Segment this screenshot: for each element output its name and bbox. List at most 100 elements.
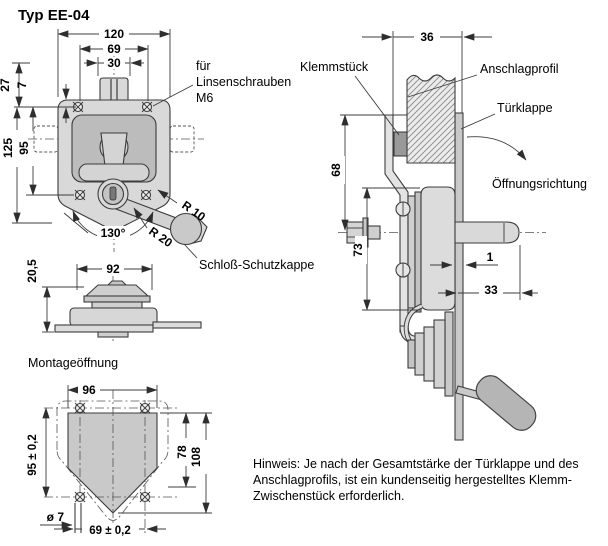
dim-text-69tol: 69 ± 0,2 [89,525,130,537]
dim-text-68: 68 [329,163,343,177]
cutout-hole-bottom-right [139,491,151,503]
page-title: Typ EE-04 [18,7,90,24]
opening-direction-arrow [466,136,527,161]
keyhole [109,186,117,201]
front-view: 120 69 30 27 7 [0,27,314,272]
dim-text-95: 95 [17,141,31,155]
dim-text-20-5: 20,5 [25,259,39,283]
dim-text-73: 73 [351,243,365,257]
dim-cutout-inner-78: 78 [160,412,212,488]
dim-text-27: 27 [0,78,12,92]
dim-top-to-axis-68: 68 [329,114,407,231]
hanging-protective-cap [475,375,537,431]
side-flange-right [152,321,202,329]
dim-text-130deg: 130° [101,226,126,240]
dim-cutout-height-95tol: 95 ± 0,2 [27,407,50,498]
label-oeffnungsrichtung: Öffnungsrichtung [466,136,587,191]
dim-gap-1: 1 [430,250,498,269]
right-tab-hidden [169,125,195,153]
cutout-view: 96 95 ± 0,2 78 108 ø 7 69 ± 0 [27,383,212,537]
dim-front-screw-spacing-95: 95 [17,106,74,196]
t-handle-bar [78,163,150,182]
dim-shaft-protrusion-33: 33 [438,245,538,300]
dim-edge-offset-7: 7 [15,81,70,123]
dim-text-7: 7 [15,81,29,88]
cutout-hole-top-left [74,402,86,414]
dim-cutout-bottom-69tol: 69 ± 0,2 [54,523,166,537]
dim-cutout-width-96: 96 [67,383,158,408]
dim-text-108: 108 [189,447,203,467]
side-layer-1 [83,295,151,303]
dim-side-height-20-5: 20,5 [25,259,84,333]
label-profile-text: Anschlagprofil [480,62,559,76]
dim-text-36: 36 [420,30,434,44]
side-bottom-tab [97,331,129,338]
screw-hole-bottom-right [140,189,152,201]
side-flange-left [54,324,154,333]
side-base [69,307,158,327]
screw-hole-top-right [141,101,153,113]
dim-body-height-73: 73 [351,187,420,311]
note-line-1: Hinweis: Je nach der Gesamtstärke der Tü… [253,457,579,471]
klemmstueck-block [393,131,408,157]
dim-profile-depth-36: 36 [362,29,492,116]
dim-top-offset-27: 27 [0,62,76,108]
label-cap-text: Schloß-Schutzkappe [199,258,314,272]
bracket-screw-bottom [395,262,411,278]
label-clamp-text: Klemmstück [300,60,369,74]
anschlagprofil-block [406,74,456,164]
label-screws-line3: M6 [196,91,213,105]
dim-text-1: 1 [487,250,494,264]
cutout-opening [67,412,158,514]
cylinder-stack [403,303,454,397]
screw-hole-bottom-left [74,189,86,201]
dim-text-125: 125 [1,138,15,158]
lock-protective-cap [169,212,203,246]
dim-neck-width-30: 30 [84,56,144,76]
label-klemmstueck: Klemmstück [300,60,400,136]
note-line-2: Anschlagprofils, ist ein kundenseitig he… [253,473,572,487]
dim-text-95tol: 95 ± 0,2 [27,434,39,475]
dim-front-height-125: 125 [1,107,52,224]
spacer-plate-2 [414,191,422,313]
dim-text-92: 92 [106,262,120,276]
lock-body-section [420,186,456,311]
dim-text-96: 96 [82,383,96,397]
side-knob-top [106,280,128,286]
dim-text-69: 69 [107,42,121,56]
label-screws-line2: Linsenschrauben [196,75,291,89]
dim-front-width-120: 120 [57,27,171,97]
note-line-3: Zwischenstück erforderlich. [253,489,404,503]
cutout-hole-bottom-left [74,491,86,503]
dim-cutout-outer-108: 108 [118,412,212,514]
label-linsenschrauben: für Linsenschrauben M6 [152,59,291,107]
section-view: 36 68 73 1 33 [300,29,587,441]
dim-side-width-92: 92 [76,262,153,290]
cutout-hole-top-right [139,402,151,414]
label-anschlagprofil: Anschlagprofil [407,62,559,98]
label-tuerklappe: Türklappe [460,101,553,130]
dim-text-78: 78 [175,445,189,459]
label-schutzkappe: Schloß-Schutzkappe [183,243,314,272]
latch-shaft [454,221,520,244]
handle-neck [99,77,129,102]
label-door-text: Türklappe [497,101,553,115]
bracket-screw-top [395,201,411,217]
side-view: 92 20,5 Montageöffnung [25,259,202,370]
dim-hole-dia-7: ø 7 [40,510,73,529]
note-block: Hinweis: Je nach der Gesamtstärke der Tü… [253,457,579,503]
label-screws-line1: für [196,59,211,73]
cutout-plate-outline-hidden [56,400,169,521]
dim-text-120: 120 [104,27,124,41]
label-direction-text: Öffnungsrichtung [492,177,587,191]
dim-front-screw-spacing-69: 69 [79,42,149,101]
dim-text-dia7: ø 7 [47,510,65,524]
side-layer-2 [91,301,143,309]
side-handle-dome [84,284,150,297]
dim-text-30: 30 [107,56,121,70]
dim-text-33: 33 [484,283,498,297]
t-handle-stem [100,132,128,167]
dim-lever-angle-130: 130° [63,210,154,240]
